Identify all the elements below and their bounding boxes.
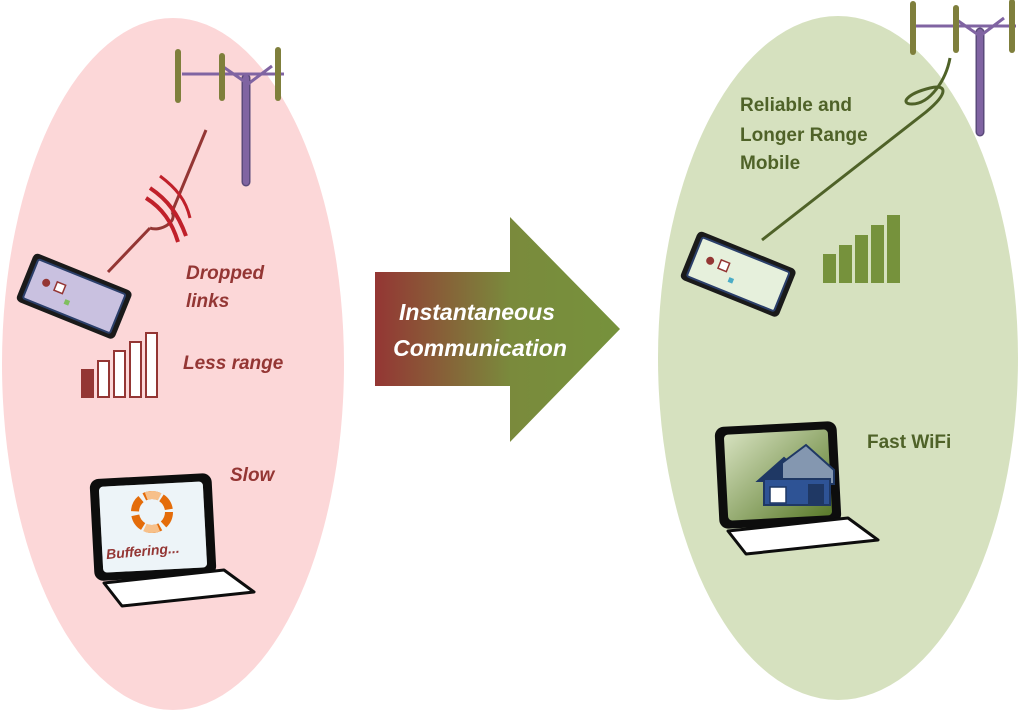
- left-panel-bg: [2, 18, 344, 710]
- reliable-label-2: Longer Range: [740, 125, 868, 146]
- broken-link-icon: [106, 129, 208, 274]
- left-signal-bars-icon: [81, 332, 158, 398]
- house-icon: [755, 443, 835, 506]
- slow-label: Slow: [230, 465, 276, 486]
- arrow-label-line2: Communication: [393, 335, 567, 361]
- loading-spinner-icon: [131, 491, 173, 533]
- less-range-label: Less range: [183, 353, 284, 374]
- arrow-label-line1: Instantaneous: [399, 299, 555, 325]
- reliable-label-1: Reliable and: [740, 95, 852, 116]
- left-tablet-icon: [16, 253, 132, 339]
- right-panel-bg: [658, 16, 1018, 700]
- left-laptop-icon: Buffering...: [89, 473, 256, 608]
- connected-link-icon: [761, 57, 952, 242]
- right-tablet-icon: [680, 231, 796, 317]
- transition-arrow: Instantaneous Communication: [375, 217, 620, 442]
- dropped-links-label-2: links: [186, 291, 229, 312]
- right-laptop-icon: [714, 421, 880, 556]
- right-cell-tower-icon: [910, 0, 1016, 137]
- buffering-label: Buffering...: [105, 540, 180, 562]
- dropped-links-label-1: Dropped: [186, 263, 265, 284]
- reliable-label-3: Mobile: [740, 153, 800, 174]
- right-signal-bars-icon: [823, 215, 900, 283]
- left-cell-tower-icon: [175, 47, 284, 187]
- fast-wifi-label: Fast WiFi: [867, 432, 951, 453]
